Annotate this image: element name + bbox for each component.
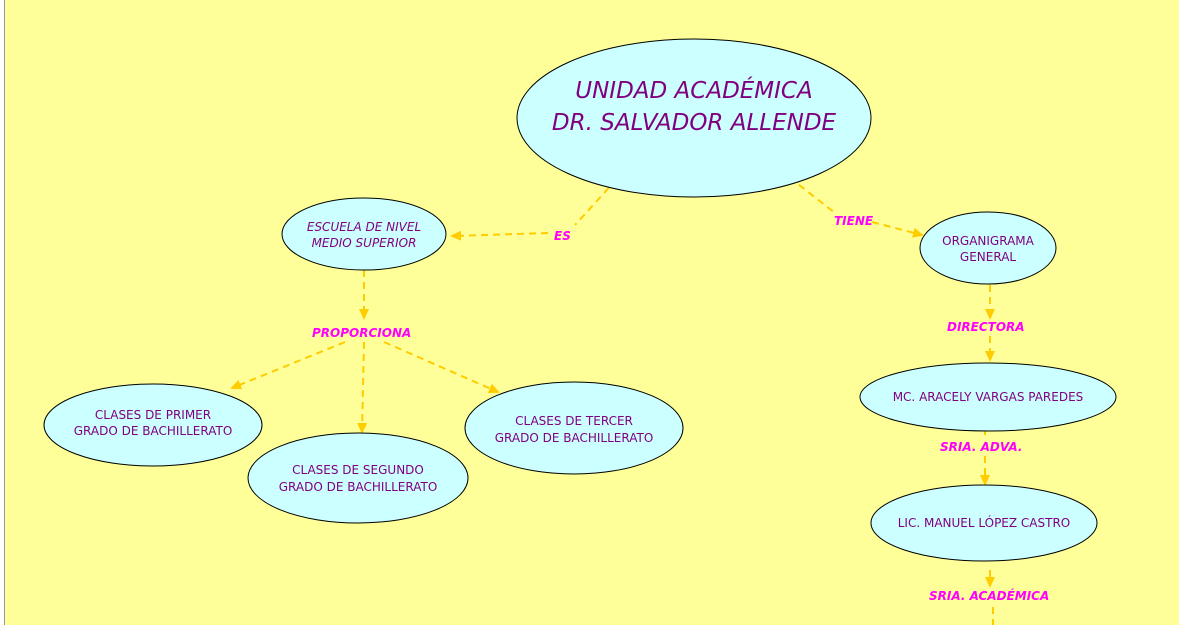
link-label-tiene: TIENE [834,214,874,228]
escuela-line2: MEDIO SUPERIOR [312,236,417,250]
tercer-line2: GRADO DE BACHILLERATO [495,431,654,445]
root-title-line2: DR. SALVADOR ALLENDE [552,110,837,136]
escuela-line1: ESCUELA DE NIVEL [307,220,421,234]
link-label-proporciona: PROPORCIONA [312,326,411,340]
node-root[interactable] [516,38,872,198]
directora-name: MC. ARACELY VARGAS PAREDES [893,390,1084,404]
root-title-line1: UNIDAD ACADÉMICA [575,76,812,104]
organigrama-line1: ORGANIGRAMA [942,234,1035,248]
connector-proporciona-tercer [383,341,500,393]
window-left-border [0,0,5,625]
segundo-line1: CLASES DE SEGUNDO [292,463,424,477]
connector-tiene-organigrama [871,221,924,238]
link-label-directora: DIRECTORA [947,320,1025,334]
node-escuela[interactable] [281,197,447,271]
link-label-es: ES [554,229,571,243]
link-label-sria-adva: SRIA. ADVA. [940,440,1022,454]
organigrama-line2: GENERAL [960,250,1017,264]
link-label-sria-academica: SRIA. ACADÉMICA [929,588,1049,603]
node-primer[interactable] [43,383,263,467]
primer-line1: CLASES DE PRIMER [95,408,211,422]
connector-proporciona-segundo [357,341,368,434]
node-organigrama[interactable] [919,211,1057,285]
connector-proporciona-primer [230,341,346,390]
tercer-line1: CLASES DE TERCER [515,414,633,428]
node-segundo[interactable] [247,432,469,524]
node-sria-adva[interactable] [870,484,1098,562]
node-tercer[interactable] [464,381,684,475]
primer-line2: GRADO DE BACHILLERATO [74,424,233,438]
connector-es-escuela [450,230,549,241]
segundo-line2: GRADO DE BACHILLERATO [279,480,438,494]
node-directora[interactable] [859,362,1117,432]
sria-adva-name: LIC. MANUEL LÓPEZ CASTRO [898,515,1071,530]
